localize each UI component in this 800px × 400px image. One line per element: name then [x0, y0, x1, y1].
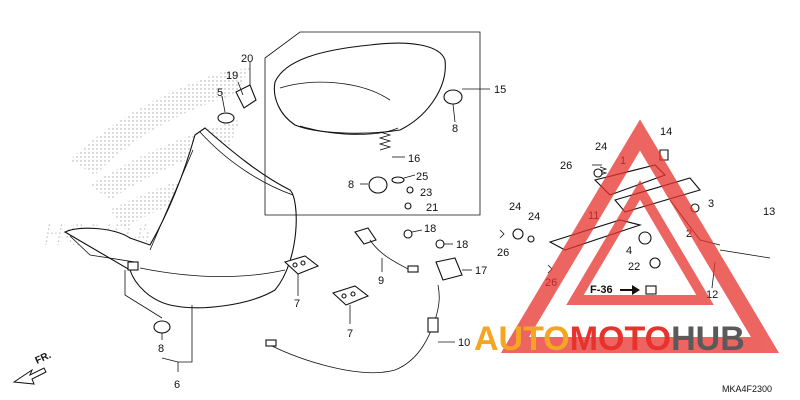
- callout-8a: 8: [452, 123, 458, 135]
- callout-22: 22: [628, 261, 640, 273]
- watermark-text: AUTOMOTOHUB: [474, 320, 745, 358]
- callout-13: 13: [763, 206, 775, 218]
- watermark-hub: HUB: [671, 320, 745, 358]
- callout-19: 19: [226, 70, 238, 82]
- callout-24b: 24: [509, 201, 521, 213]
- callout-18a: 18: [424, 223, 436, 235]
- callout-7b: 7: [347, 328, 353, 340]
- callout-16: 16: [408, 153, 420, 165]
- callout-26a: 26: [560, 160, 572, 172]
- cowl-mount-parts: [360, 131, 416, 210]
- callout-8b: 8: [348, 179, 354, 191]
- callout-24c: 24: [528, 211, 540, 223]
- lock-bracket-parts: [403, 229, 472, 281]
- callout-15: 15: [494, 84, 506, 96]
- rear-seat-group-box: [264, 31, 481, 216]
- watermark-auto: AUTO: [474, 320, 570, 358]
- callout-25: 25: [416, 171, 428, 183]
- diagram-code: MKA4F2300: [722, 384, 772, 394]
- front-direction-arrow: FR.: [12, 350, 53, 385]
- callout-5: 5: [217, 87, 223, 99]
- front-seat-rubber: [124, 270, 193, 372]
- callout-23: 23: [420, 187, 432, 199]
- reference-f36: F-36: [590, 284, 640, 296]
- reference-label: F-36: [590, 284, 613, 296]
- callout-18b: 18: [456, 239, 468, 251]
- callout-26b: 26: [497, 247, 509, 259]
- callout-7a: 7: [294, 298, 300, 310]
- rear-seat-cowl: [273, 42, 490, 135]
- callout-17: 17: [475, 265, 487, 277]
- callout-2: 2: [686, 228, 692, 240]
- watermark-moto: MOTO: [570, 320, 671, 358]
- svg-text:AUTOMOTOHUB: AUTOMOTOHUB: [474, 320, 745, 358]
- callout-14: 14: [660, 126, 672, 138]
- callout-6: 6: [174, 379, 180, 391]
- callout-10: 10: [458, 337, 470, 349]
- callout-9: 9: [378, 275, 384, 287]
- callout-3: 3: [708, 198, 714, 210]
- callout-21: 21: [426, 202, 438, 214]
- callout-24a: 24: [595, 141, 607, 153]
- callout-4: 4: [626, 245, 632, 257]
- watermark-logo: [500, 119, 780, 353]
- direction-label: FR.: [34, 350, 53, 367]
- callout-20: 20: [241, 53, 253, 65]
- callout-8c: 8: [158, 343, 164, 355]
- seat-bolt-assembly: [217, 62, 257, 124]
- main-seat: [63, 127, 297, 309]
- seat-lock-cable: [265, 227, 455, 374]
- rubber-pads: [283, 255, 370, 324]
